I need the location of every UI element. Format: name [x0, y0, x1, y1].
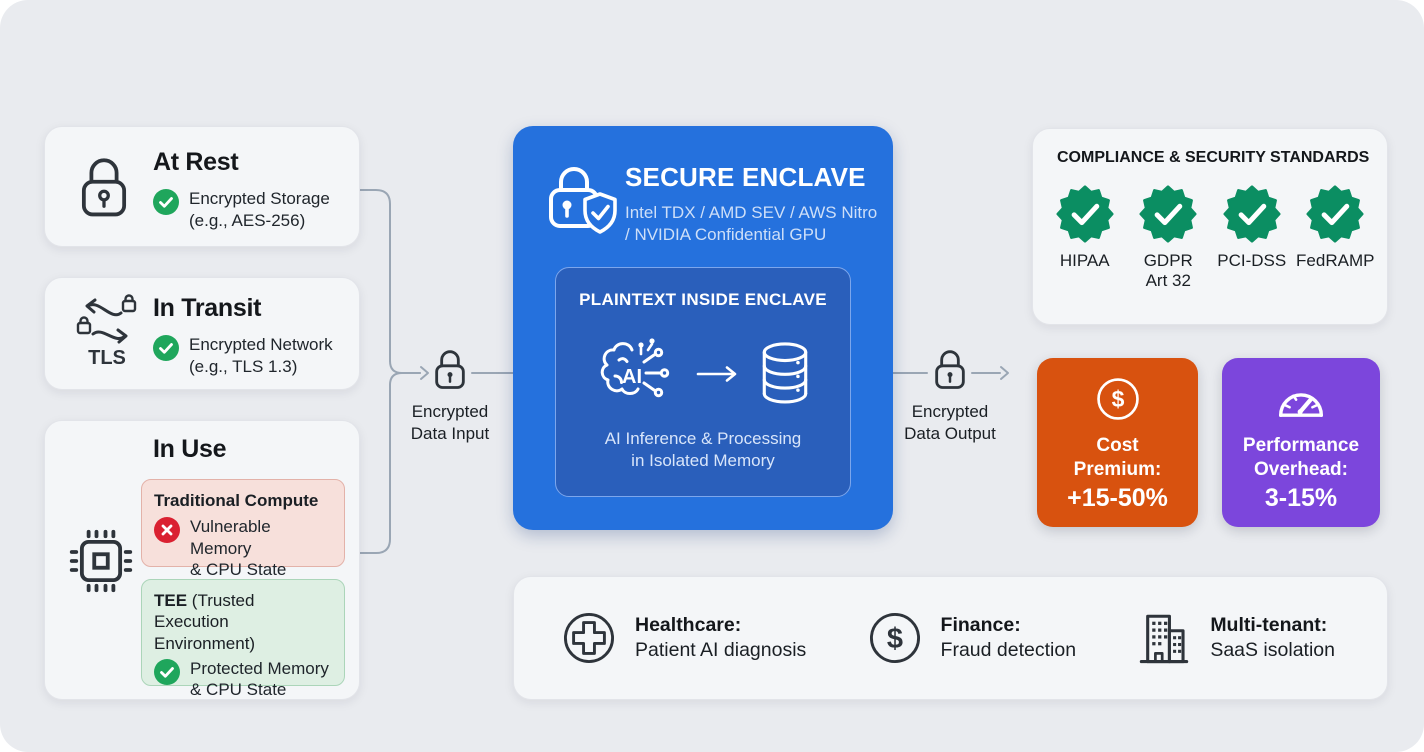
- use-case-title: Healthcare:: [635, 613, 742, 636]
- secure-enclave-card: SECURE ENCLAVE Intel TDX / AMD SEV / AWS…: [513, 126, 893, 530]
- encrypted-input-lock-icon: [430, 346, 470, 394]
- at-rest-title: At Rest: [153, 148, 239, 176]
- cost-premium-value: +15-50%: [1067, 483, 1168, 512]
- building-icon: [1135, 609, 1193, 667]
- seal-check-icon: [1139, 185, 1197, 243]
- dollar-circle-icon: $: [1095, 376, 1141, 422]
- seal-check-icon: [1306, 185, 1364, 243]
- enclave-subtitle: Intel TDX / AMD SEV / AWS Nitro / NVIDIA…: [625, 203, 878, 245]
- use-case-multitenant: Multi-tenant: SaaS isolation: [1135, 609, 1335, 667]
- cost-premium-label: Cost Premium:: [1073, 435, 1162, 480]
- use-case-title: Multi-tenant:: [1210, 613, 1328, 636]
- traditional-compute-status: Vulnerable Memory & CPU State: [190, 517, 287, 580]
- performance-overhead-value: 3-15%: [1264, 483, 1338, 512]
- medical-cross-icon: [560, 609, 618, 667]
- in-transit-title: In Transit: [153, 294, 262, 322]
- compliance-badge-pcidss: PCI-DSS: [1210, 185, 1294, 292]
- compliance-badge-gdpr: GDPR Art 32: [1127, 185, 1211, 292]
- cost-premium-card: $ Cost Premium: +15-50%: [1037, 358, 1198, 527]
- use-case-healthcare: Healthcare: Patient AI diagnosis: [560, 609, 806, 667]
- use-case-finance: $ Finance: Fraud detection: [866, 609, 1077, 667]
- seal-check-icon: [1223, 185, 1281, 243]
- at-rest-status: Encrypted Storage (e.g., AES-256): [189, 189, 330, 230]
- tls-label: TLS: [88, 347, 126, 369]
- seal-check-icon: [1056, 185, 1114, 243]
- gauge-icon: [1272, 378, 1330, 422]
- performance-overhead-label: Performance Overhead:: [1242, 435, 1360, 480]
- in-use-card: In Use Traditional Compute Vulnerable Me…: [44, 420, 360, 700]
- tee-title: TEE (Trusted Execution Environment): [154, 590, 332, 654]
- compliance-card: COMPLIANCE & SECURITY STANDARDS HIPAA GD…: [1032, 128, 1388, 325]
- check-circle-icon: [153, 189, 179, 215]
- in-transit-status: Encrypted Network (e.g., TLS 1.3): [189, 335, 333, 376]
- inner-panel-title: PLAINTEXT INSIDE ENCLAVE: [579, 290, 827, 309]
- x-circle-icon: [154, 517, 180, 544]
- at-rest-card: At Rest Encrypted Storage (e.g., AES-256…: [44, 126, 360, 247]
- badge-label: FedRAMP: [1296, 251, 1375, 270]
- use-case-desc: Fraud detection: [940, 639, 1077, 661]
- cpu-chip-icon: [65, 525, 137, 597]
- ai-label: AI: [622, 366, 642, 388]
- arrow-right-icon: [696, 365, 740, 383]
- tee-title-rest: (Trusted Execution Environment): [154, 591, 256, 653]
- compliance-title: COMPLIANCE & SECURITY STANDARDS: [1057, 149, 1370, 166]
- in-use-title: In Use: [153, 435, 227, 463]
- in-transit-card: TLS In Transit Encrypted Network (e.g., …: [44, 277, 360, 390]
- traditional-compute-title: Traditional Compute: [154, 491, 319, 510]
- performance-overhead-card: Performance Overhead: 3-15%: [1222, 358, 1380, 527]
- tee-box: TEE (Trusted Execution Environment) Prot…: [141, 579, 345, 699]
- compliance-badge-hipaa: HIPAA: [1043, 185, 1127, 292]
- encrypted-input-label: Encrypted Data Input: [410, 402, 490, 444]
- use-case-title: Finance:: [940, 613, 1021, 636]
- dollar-glyph: $: [1111, 386, 1124, 412]
- tee-title-bold: TEE: [154, 591, 188, 610]
- encrypted-output-label: Encrypted Data Output: [904, 402, 996, 444]
- dollar-glyph: $: [886, 623, 902, 655]
- encrypted-output-lock-icon: [930, 346, 970, 394]
- padlock-icon: [73, 154, 135, 222]
- traditional-compute-box: Traditional Compute Vulnerable Memory & …: [141, 479, 345, 579]
- badge-label: GDPR Art 32: [1143, 251, 1193, 291]
- use-case-desc: SaaS isolation: [1210, 639, 1335, 661]
- enclave-title: SECURE ENCLAVE: [625, 162, 866, 192]
- badge-label: HIPAA: [1059, 251, 1110, 270]
- plaintext-inner-panel: PLAINTEXT INSIDE ENCLAVE AI: [555, 267, 851, 497]
- check-circle-icon: [154, 658, 180, 685]
- use-case-desc: Patient AI diagnosis: [635, 639, 807, 661]
- inner-panel-caption: AI Inference & Processing in Isolated Me…: [604, 429, 802, 471]
- ai-brain-icon: AI: [592, 334, 680, 414]
- database-icon: [756, 339, 814, 409]
- tee-status: Protected Memory & CPU State: [190, 658, 329, 700]
- lock-shield-icon: [539, 158, 621, 242]
- dollar-circle-icon: $: [866, 609, 924, 667]
- badge-label: PCI-DSS: [1217, 251, 1287, 270]
- compliance-badge-fedramp: FedRAMP: [1294, 185, 1378, 292]
- use-cases-card: Healthcare: Patient AI diagnosis $ Finan…: [513, 576, 1388, 700]
- tls-arrows-icon: TLS: [71, 293, 143, 370]
- check-circle-icon: [153, 335, 179, 361]
